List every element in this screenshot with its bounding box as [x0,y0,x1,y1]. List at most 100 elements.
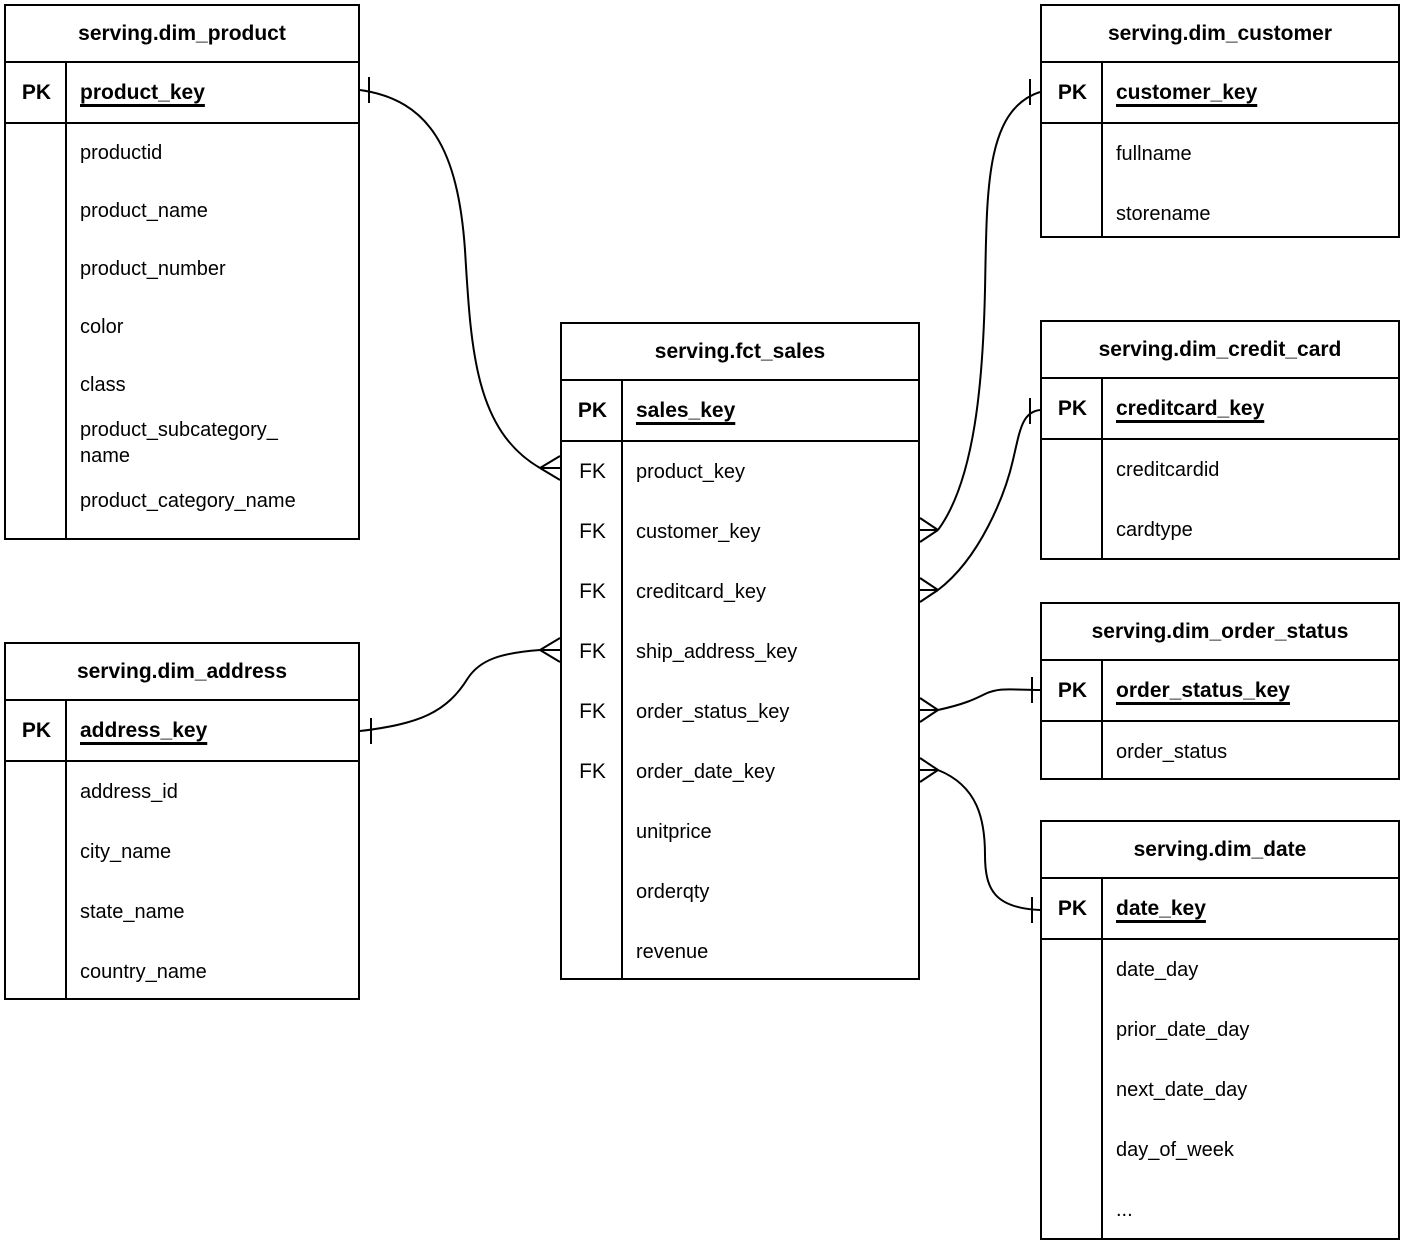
table-title: serving.dim_customer [1042,6,1398,63]
field-row: productid [6,124,358,182]
field-row: next_date_day [1042,1060,1398,1120]
field-row: ... [1042,1180,1398,1238]
field-list: address_id city_name state_name country_nam… [6,762,358,998]
field-row: storename [1042,184,1398,236]
field-name: order_date_key [636,761,775,783]
field-row: product_name [6,182,358,240]
pk-label: PK [21,718,52,742]
field-name: fullname [1116,143,1192,165]
fk-label: FK [579,520,606,543]
table-title: serving.dim_product [6,6,358,63]
field-name: country_name [80,961,207,983]
field-row: order_status [1042,722,1398,778]
field-name: color [80,316,124,338]
table-dim-address[interactable]: serving.dim_address PK address_key addre… [4,642,360,1000]
primary-key-row: PK creditcard_key [1042,379,1398,440]
field-list: date_day prior_date_day next_date_day day_o… [1042,940,1398,1238]
field-name: product_key [636,461,745,483]
field-row: unitprice [562,802,918,862]
field-row: city_name [6,822,358,882]
field-name: creditcardid [1116,459,1220,481]
relationship-dim_date-fct_sales [919,757,1041,923]
pk-label: PK [1057,678,1088,702]
primary-key-row: PK product_key [6,63,358,124]
field-name: revenue [636,941,709,963]
field-row: product_number [6,240,358,298]
field-row: state_name [6,882,358,942]
table-title: serving.fct_sales [562,324,918,381]
pk-field-name: sales_key [636,398,736,422]
relationship-dim_product-fct_sales [359,77,561,481]
field-name: ... [1116,1199,1133,1221]
field-name: ship_address_key [636,641,798,663]
field-row: fullname [1042,124,1398,184]
field-name: creditcard_key [636,581,767,603]
field-list: order_status [1042,722,1398,778]
gutter-divider [65,63,67,538]
field-name: day_of_week [1116,1139,1234,1161]
pk-label: PK [1057,896,1088,920]
field-name: class [80,374,126,396]
field-name: order_status [1116,741,1228,763]
field-row: orderqty [562,862,918,922]
pk-field-name: creditcard_key [1116,396,1265,420]
relationship-dim_order_status-fct_sales [919,677,1041,723]
relationship-dim_customer-fct_sales [919,79,1041,543]
pk-label: PK [21,80,52,104]
field-row: FK creditcard_key [562,562,918,622]
pk-label: PK [577,398,608,422]
table-dim-product[interactable]: serving.dim_product PK product_key produ… [4,4,360,540]
field-row: prior_date_day [1042,1000,1398,1060]
field-row: country_name [6,942,358,998]
field-name: product_number [80,258,226,280]
field-name: order_status_key [636,701,790,723]
fk-label: FK [579,580,606,603]
field-row: address_id [6,762,358,822]
gutter-divider [1101,661,1103,778]
field-name: date_day [1116,959,1199,981]
pk-label: PK [1057,396,1088,420]
primary-key-row: PK date_key [1042,879,1398,940]
pk-field-name: date_key [1116,896,1206,920]
field-name: product_name [80,200,208,222]
field-name: prior_date_day [1116,1019,1250,1041]
field-name: state_name [80,901,185,923]
pk-field-name: customer_key [1116,80,1258,104]
table-title: serving.dim_address [6,644,358,701]
fk-label: FK [579,700,606,723]
primary-key-row: PK order_status_key [1042,661,1398,722]
table-title: serving.dim_date [1042,822,1398,879]
field-name: orderqty [636,881,710,903]
field-list: fullname storename [1042,124,1398,236]
gutter-divider [1101,63,1103,236]
table-dim-order-status[interactable]: serving.dim_order_status PK order_status… [1040,602,1400,780]
field-name: unitprice [636,821,712,843]
field-row: product_subcategory_ name [6,414,358,472]
field-row: product_category_name [6,472,358,530]
field-row: class [6,356,358,414]
field-name: product_subcategory_ name [80,419,278,467]
table-dim-credit-card[interactable]: serving.dim_credit_card PK creditcard_ke… [1040,320,1400,560]
field-row: FK ship_address_key [562,622,918,682]
primary-key-row: PK address_key [6,701,358,762]
field-row: revenue [562,922,918,978]
field-row: FK order_status_key [562,682,918,742]
pk-label: PK [1057,80,1088,104]
pk-field-name: order_status_key [1116,678,1290,702]
field-row: color [6,298,358,356]
fk-label: FK [579,640,606,663]
fk-label: FK [579,760,606,783]
field-name: city_name [80,841,172,863]
table-dim-customer[interactable]: serving.dim_customer PK customer_key ful… [1040,4,1400,238]
relationship-dim_credit_card-fct_sales [919,398,1041,603]
field-name: product_category_name [80,490,296,512]
